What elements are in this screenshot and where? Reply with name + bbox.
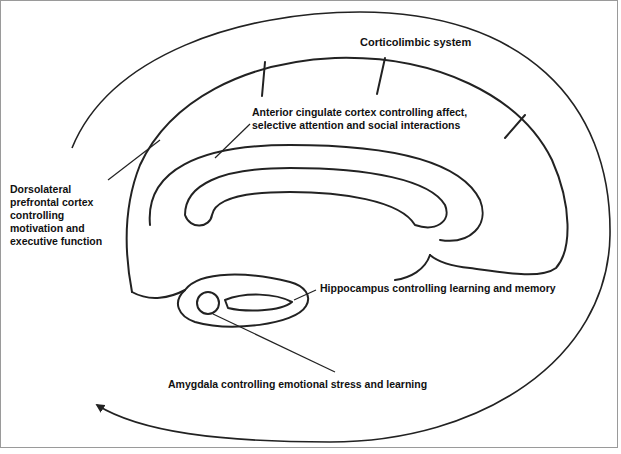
leader-line [215,124,250,158]
region-label: Amygdala controlling emotional stress an… [168,378,427,391]
region-label: Dorsolateral prefrontal cortex controlli… [10,183,118,248]
leader-line [108,140,160,180]
cingulate-outline [150,145,483,241]
sulcus-line [377,58,385,94]
cycle-arrow [72,12,610,442]
amygdala-shape [197,292,219,314]
brainstem-line [395,255,430,280]
frontal-underside [132,290,185,298]
temporal-lobe [178,275,308,327]
leader-line [213,314,335,372]
corpus-callosum [185,168,447,227]
cortex-outline [127,58,568,292]
leader-line [294,290,316,300]
region-label: Anterior cingulate cortex controlling af… [252,106,502,132]
picture-frame [1,1,618,448]
sulcus-line [262,62,265,96]
region-label: Hippocampus controlling learning and mem… [320,282,556,295]
sulcus-line [505,115,525,138]
hippocampus-shape [225,295,292,311]
diagram-title: Corticolimbic system [360,36,471,49]
